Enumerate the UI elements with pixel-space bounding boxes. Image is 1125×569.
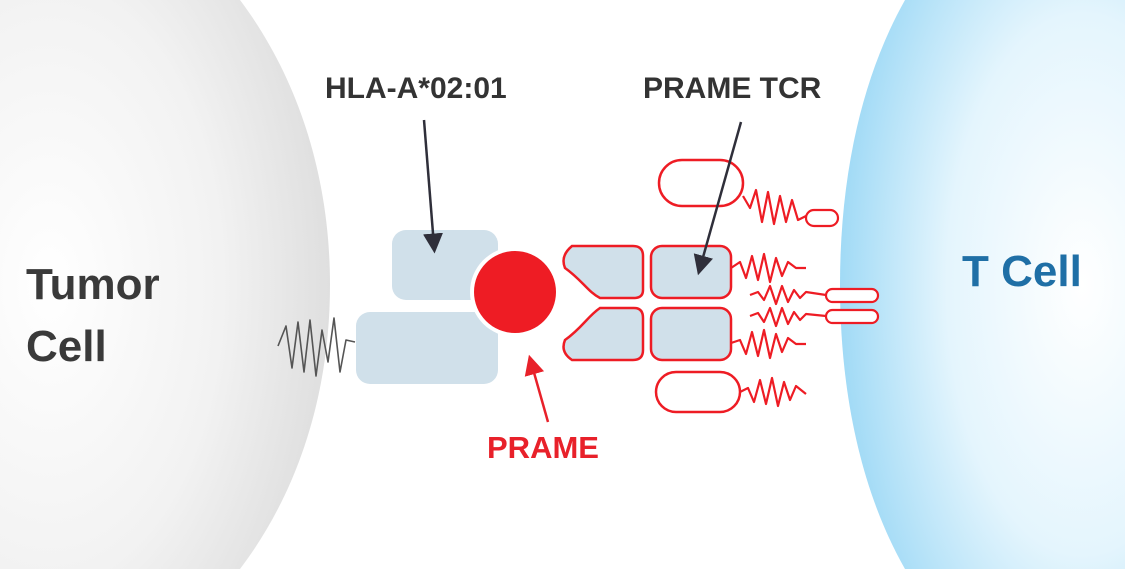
- cd3-upper-transmembrane: [742, 188, 807, 226]
- zeta-tail-upper: [824, 287, 880, 304]
- prame-peptide-core: [474, 251, 556, 333]
- cd3-subunit-upper: [657, 158, 745, 208]
- zeta-chain-upper: [749, 284, 827, 306]
- prame-peptide-label: PRAME: [487, 430, 599, 465]
- tcr-lower-transmembrane: [730, 328, 806, 360]
- tcr-constant-domain-lower: [649, 306, 733, 362]
- cd3-upper-tail: [804, 208, 840, 228]
- cd3-lower-transmembrane: [739, 376, 807, 408]
- tcr-constant-domain-upper: [649, 244, 733, 300]
- hla-label: HLA-A*02:01: [325, 72, 507, 105]
- tcr-pointer-arrow: [693, 121, 743, 276]
- prame-tcr-label: PRAME TCR: [643, 72, 822, 105]
- mhc-transmembrane-anchor: [277, 317, 356, 377]
- tumor-cell-label-line1: Tumor: [26, 260, 160, 309]
- zeta-tail-lower: [824, 308, 880, 325]
- zeta-chain-lower: [749, 306, 827, 328]
- t-cell-membrane: [840, 0, 1125, 569]
- tcr-variable-domain-upper: [562, 244, 645, 300]
- tcr-upper-transmembrane: [730, 252, 806, 284]
- tumor-cell-label: Tumor Cell: [26, 254, 160, 378]
- tcr-variable-domain-lower: [562, 306, 645, 362]
- cd3-subunit-lower: [654, 370, 742, 414]
- prame-pointer-arrow: [524, 354, 550, 423]
- tumor-cell-membrane: [0, 0, 330, 569]
- t-cell-label: T Cell: [962, 247, 1082, 296]
- hla-pointer-arrow: [422, 119, 443, 254]
- mhc-alpha-domain-lower: [356, 312, 498, 384]
- tumor-cell-label-line2: Cell: [26, 322, 107, 371]
